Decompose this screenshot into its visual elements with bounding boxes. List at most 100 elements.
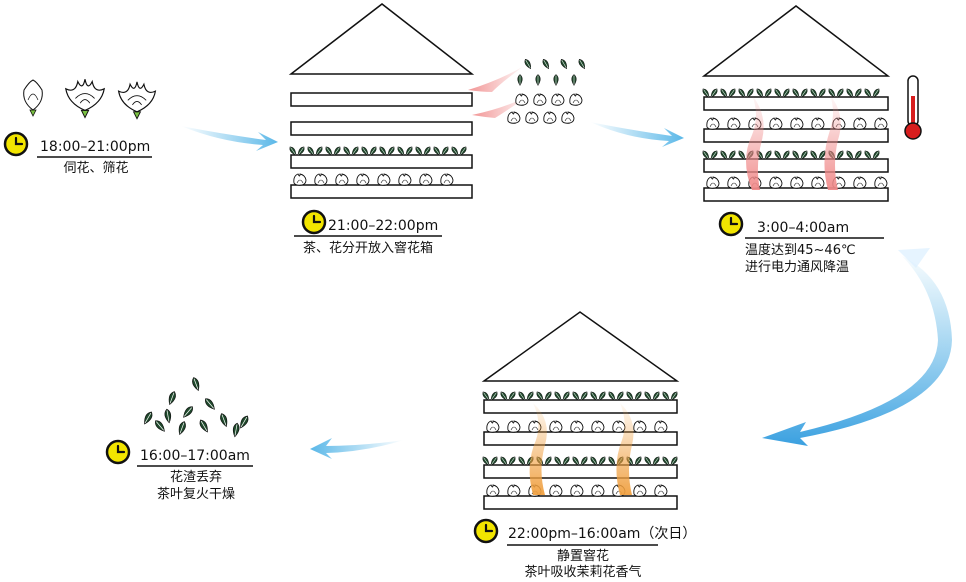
- tea-leaf-icon: [580, 456, 588, 466]
- tea-leaf-icon: [524, 59, 531, 70]
- tea-leaf-icon: [517, 74, 523, 86]
- tea-leaf-icon: [164, 408, 172, 424]
- jasmine-flower-icon: [117, 81, 157, 120]
- step5-desc-2: 茶叶复火干燥: [156, 487, 235, 502]
- clock-icon: [105, 439, 131, 465]
- tea-leaf-icon: [670, 391, 678, 401]
- tea-leaf-icon: [508, 456, 516, 466]
- tea-leaf-icon: [205, 398, 215, 410]
- jasmine-bud-icon: [706, 117, 720, 130]
- jasmine-bud-icon: [507, 484, 521, 497]
- jasmine-bud-icon: [356, 173, 370, 186]
- jasmine-bud-icon: [543, 111, 557, 124]
- step4-time: 22:00pm–16:00am（次日）: [508, 526, 697, 542]
- tea-leaf-icon: [451, 146, 459, 156]
- tea-leaf-icon: [369, 146, 377, 156]
- jasmine-bud-icon: [515, 93, 529, 106]
- tea-leaf-icon: [490, 391, 498, 401]
- jasmine-bud-icon: [769, 176, 783, 189]
- jasmine-bud-icon: [486, 484, 500, 497]
- jasmine-bud-icon: [570, 484, 584, 497]
- tea-leaf-icon: [810, 88, 818, 98]
- tea-leaf-icon: [325, 146, 333, 156]
- tea-leaf-icon: [397, 146, 405, 156]
- tea-leaf-icon: [626, 391, 634, 401]
- jasmine-bud-icon: [507, 111, 521, 124]
- tea-leaf-icon: [351, 146, 359, 156]
- tea-leaf-icon: [662, 391, 670, 401]
- flow-arrow-2: [590, 122, 684, 147]
- heat-plumes-step4: [529, 403, 634, 495]
- tea-leaf-icon: [634, 391, 642, 401]
- tea-leaf-icon: [433, 146, 441, 156]
- tea-leaf-icon: [562, 391, 570, 401]
- tea-leaf-icon: [343, 146, 351, 156]
- jasmine-bud-icon: [440, 173, 454, 186]
- tea-flower-rows-step4: [482, 391, 678, 497]
- jasmine-bud-icon: [654, 484, 668, 497]
- tea-leaf-icon: [608, 391, 616, 401]
- tea-leaf-icon: [240, 415, 249, 429]
- tea-leaf-icon: [782, 88, 790, 98]
- tea-leaf-icon: [554, 456, 562, 466]
- step2-time: 21:00–22:00pm: [328, 218, 439, 234]
- jasmine-bud-icon: [769, 117, 783, 130]
- tea-leaf-icon: [553, 74, 559, 86]
- tea-leaf-icon: [482, 456, 490, 466]
- scenting-box-step2: [288, 3, 475, 199]
- loose-leaves-flowers: [507, 59, 585, 124]
- tea-leaf-icon: [774, 88, 782, 98]
- jasmine-flowers-group: [23, 79, 157, 120]
- tea-leaf-icon: [232, 422, 240, 438]
- jasmine-bud-icon: [419, 173, 433, 186]
- tea-leaf-icon: [518, 456, 526, 466]
- tea-leaf-icon: [782, 150, 790, 160]
- step5-desc-1: 花渣丢弃: [169, 470, 222, 485]
- jasmine-bud-icon: [706, 176, 720, 189]
- tea-leaf-icon: [764, 150, 772, 160]
- scenting-box-step3: [701, 5, 891, 202]
- tea-leaf-icon: [554, 391, 562, 401]
- tea-leaf-icon: [405, 146, 413, 156]
- tea-leaf-icon: [578, 59, 585, 70]
- tea-leaf-icon: [178, 421, 186, 436]
- tea-leaf-icon: [864, 88, 872, 98]
- jasmine-bud-icon: [612, 420, 626, 433]
- tea-leaf-icon: [828, 88, 836, 98]
- step4-desc-2: 茶叶吸收茉莉花香气: [524, 565, 642, 580]
- tea-leaf-icon: [644, 391, 652, 401]
- tea-leaf-icon: [720, 88, 728, 98]
- tea-leaf-icon: [560, 59, 567, 70]
- step3-desc-2: 进行电力通风降温: [745, 260, 850, 275]
- tea-leaf-icon: [333, 146, 341, 156]
- flow-arrow-3: [762, 256, 952, 446]
- tea-leaf-icon: [800, 150, 808, 160]
- tea-leaf-icon: [590, 456, 598, 466]
- clock-icon: [301, 209, 327, 235]
- jasmine-bud-icon: [561, 111, 575, 124]
- jasmine-bud-icon: [377, 173, 391, 186]
- jasmine-bud-icon: [335, 173, 349, 186]
- jasmine-bud-icon: [293, 173, 307, 186]
- tea-leaf-icon: [590, 391, 598, 401]
- step3-time: 3:00–4:00am: [757, 220, 850, 236]
- tea-leaf-icon: [652, 391, 660, 401]
- tea-leaf-icon: [764, 88, 772, 98]
- tea-leaf-icon: [544, 456, 552, 466]
- jasmine-bud-icon: [533, 93, 547, 106]
- tea-leaf-icon: [810, 150, 818, 160]
- flow-arrow-1: [181, 126, 278, 151]
- tea-flower-rows-step2: [289, 146, 467, 186]
- tea-leaf-icon: [634, 456, 642, 466]
- tea-leaf-icon: [710, 88, 718, 98]
- jasmine-bud-icon: [507, 420, 521, 433]
- jasmine-bud-icon: [570, 420, 584, 433]
- jasmine-bud-icon: [549, 484, 563, 497]
- tea-leaf-icon: [746, 88, 754, 98]
- tea-leaf-icon: [670, 456, 678, 466]
- tea-leaf-icon: [792, 150, 800, 160]
- tea-leaf-icon: [315, 146, 323, 156]
- tea-leaf-icon: [361, 146, 369, 156]
- jasmine-bud-icon: [633, 420, 647, 433]
